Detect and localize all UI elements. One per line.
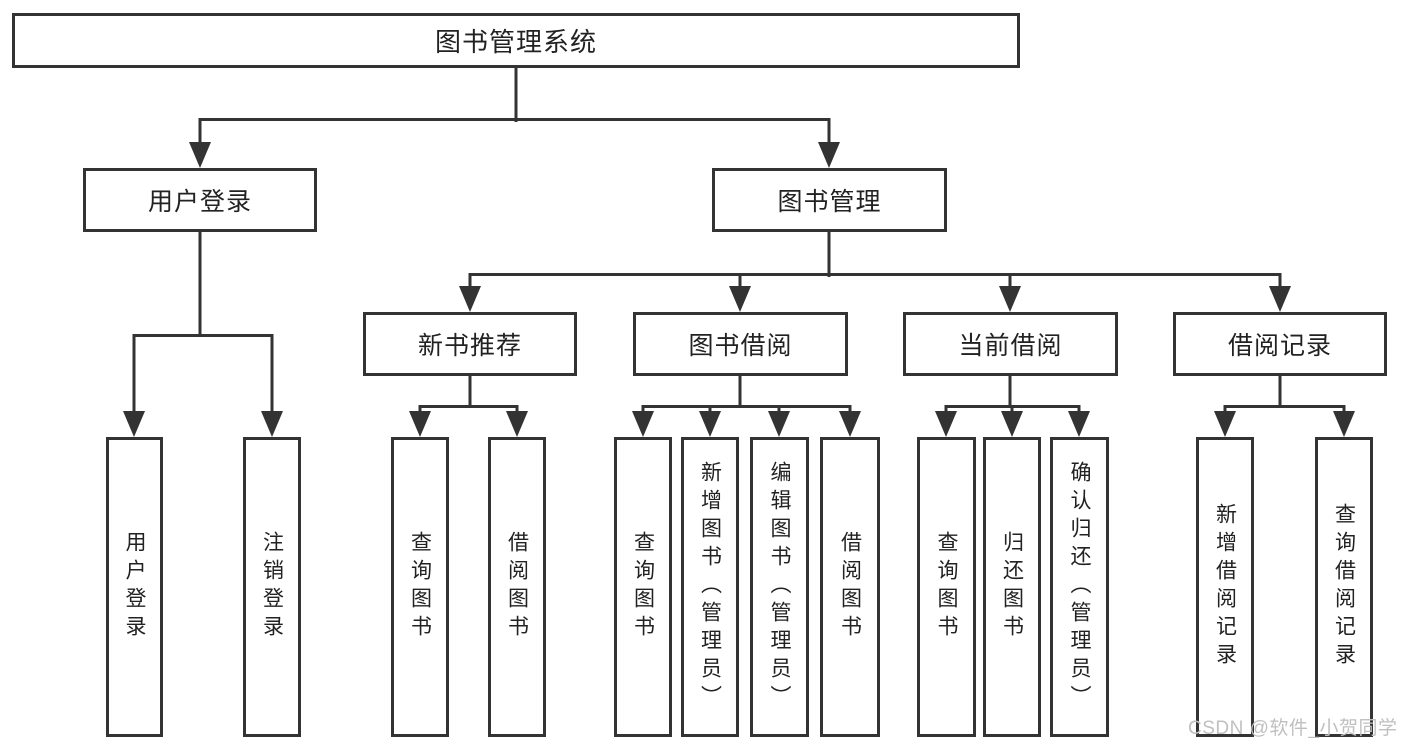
arrow-head — [506, 411, 528, 437]
arrow-head — [123, 411, 145, 437]
node-leaf-query-borrow-record: 查询借阅记录 — [1315, 437, 1373, 737]
arrow-head — [1214, 411, 1236, 437]
node-leaf-return-books: 归还图书 — [983, 437, 1041, 737]
node-leaf-query-books-1: 查询图书 — [391, 437, 449, 737]
arrow-head — [1068, 411, 1090, 437]
node-borrow-records: 借阅记录 — [1173, 312, 1387, 376]
arrow-head — [818, 142, 840, 168]
arrow-head — [1001, 411, 1023, 437]
node-current-borrow: 当前借阅 — [903, 312, 1118, 376]
arrow-head — [409, 411, 431, 437]
arrow-head — [189, 142, 211, 168]
node-leaf-add-borrow-record: 新增借阅记录 — [1196, 437, 1254, 737]
csdn-watermark: CSDN @软件_小贺同学 — [1188, 718, 1398, 739]
arrow-head — [699, 411, 721, 437]
node-leaf-borrow-books-1: 借阅图书 — [488, 437, 546, 737]
node-leaf-add-books-admin: 新增图书（管理员） — [681, 437, 739, 737]
node-leaf-query-books-2: 查询图书 — [614, 437, 672, 737]
arrow-head — [632, 411, 654, 437]
arrow-heads — [123, 142, 1355, 437]
node-leaf-query-books-3: 查询图书 — [917, 437, 976, 737]
connector-line — [132, 68, 1346, 413]
node-library-system: 图书管理系统 — [12, 13, 1020, 68]
arrow-head — [935, 411, 957, 437]
arrow-head — [261, 411, 283, 437]
node-leaf-logout: 注销登录 — [243, 437, 301, 737]
arrow-head — [1333, 411, 1355, 437]
arrow-head — [729, 286, 751, 312]
node-user-login: 用户登录 — [83, 168, 317, 232]
arrow-head — [839, 411, 861, 437]
node-leaf-confirm-return-admin: 确认归还（管理员） — [1050, 437, 1109, 737]
node-leaf-borrow-books-2: 借阅图书 — [820, 437, 880, 737]
arrow-head — [1269, 286, 1291, 312]
arrow-head — [999, 286, 1021, 312]
node-book-borrow: 图书借阅 — [633, 312, 848, 376]
arrow-head — [768, 411, 790, 437]
node-book-management: 图书管理 — [712, 168, 947, 232]
node-new-book-recommend: 新书推荐 — [363, 312, 577, 376]
arrow-head — [459, 286, 481, 312]
node-leaf-user-login: 用户登录 — [106, 437, 163, 737]
node-leaf-edit-books-admin: 编辑图书（管理员） — [750, 437, 809, 737]
